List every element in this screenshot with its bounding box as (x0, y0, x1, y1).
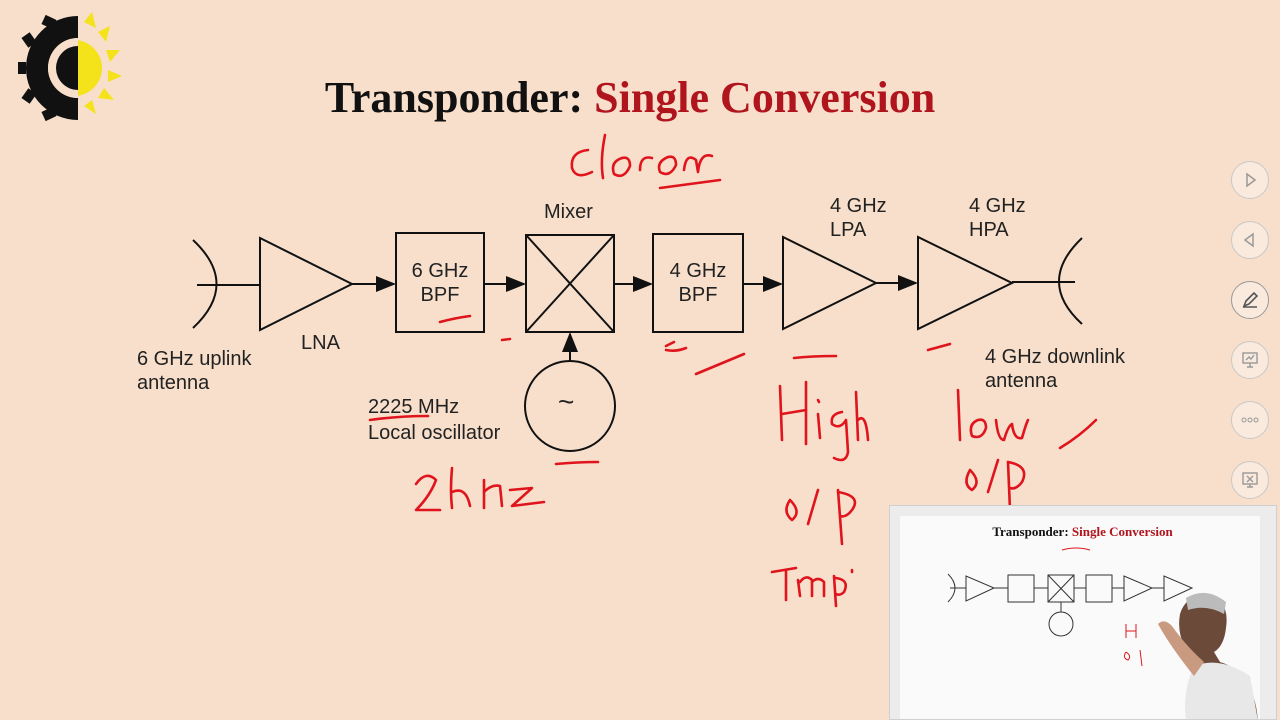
pen-icon (1242, 291, 1259, 308)
more-options-button[interactable] (1231, 401, 1269, 439)
exit-icon (1242, 472, 1258, 488)
lna-label: LNA (301, 332, 340, 354)
whiteboard-button[interactable] (1231, 341, 1269, 379)
downlink-antenna-dish (1058, 237, 1083, 325)
pen-tool-button[interactable] (1231, 281, 1269, 319)
lpa-label: 4 GHz LPA (830, 195, 887, 241)
more-icon (1241, 417, 1259, 423)
uplink-antenna-label: 6 GHz uplink antenna (137, 348, 252, 394)
lecturer-figure (1158, 592, 1258, 719)
handwritten-annotations (368, 133, 1098, 608)
lecturer-video-inset: Transponder: Single Conversion (889, 505, 1277, 720)
institute-logo (18, 12, 122, 122)
exit-presentation-button[interactable] (1231, 461, 1269, 499)
previous-icon (1243, 232, 1254, 248)
slide-title: Transponder: Single Conversion (324, 73, 936, 122)
next-icon (1246, 172, 1257, 188)
bpf-6ghz-box (395, 232, 485, 333)
lpa-amplifier (782, 235, 879, 331)
whiteboard-icon (1242, 352, 1258, 368)
bpf-6ghz-label: 6 GHz BPF (411, 260, 469, 306)
oscillator-symbol: ~ (558, 386, 575, 417)
mixer-label: Mixer (544, 201, 593, 223)
next-slide-button[interactable] (1231, 161, 1269, 199)
bpf-4ghz-label: 4 GHz BPF (669, 260, 727, 306)
inset-diagram (947, 547, 1194, 667)
inset-slide-title: Transponder: Single Conversion (992, 524, 1173, 539)
hpa-label: 4 GHz HPA (969, 195, 1026, 241)
lna-amplifier (259, 236, 355, 332)
oscillator-label: Local oscillator (368, 422, 501, 444)
hpa-amplifier (917, 235, 1015, 331)
previous-slide-button[interactable] (1231, 221, 1269, 259)
downlink-antenna-label: 4 GHz downlink antenna (985, 346, 1126, 392)
oscillator-frequency-label: 2225 MHz (368, 396, 460, 418)
